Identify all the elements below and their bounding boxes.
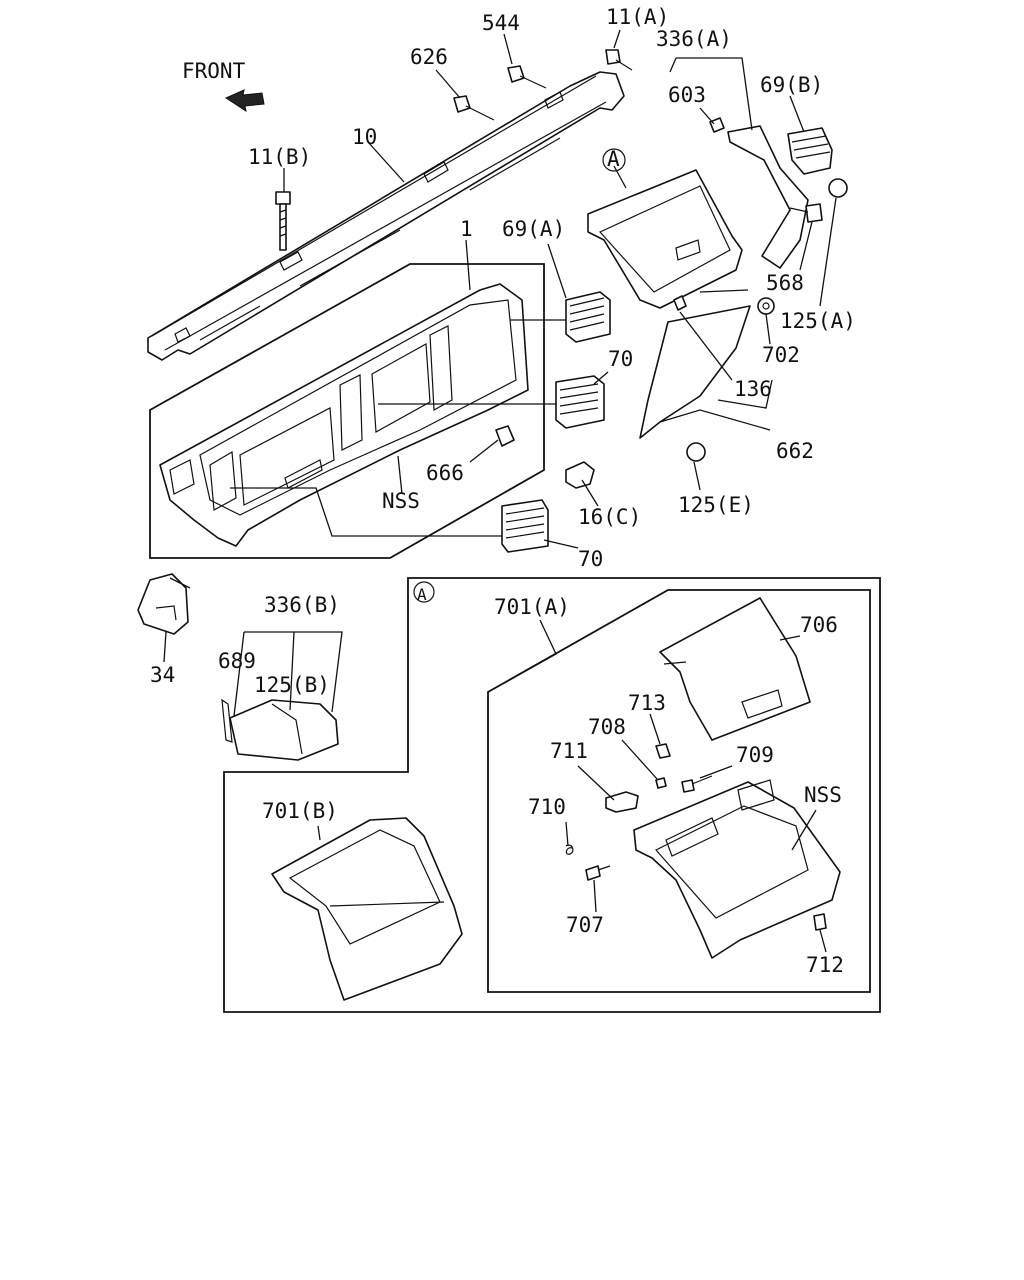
label-568: 568 xyxy=(766,271,804,295)
label-70b: 70 xyxy=(578,547,603,571)
assembly-outline-1 xyxy=(149,263,545,559)
label-626: 626 xyxy=(410,45,448,69)
callout-labels: FRONT 544 11(A) 336(A) 626 603 69(B) 11(… xyxy=(150,5,856,977)
label-710: 710 xyxy=(528,795,566,819)
label-662: 662 xyxy=(776,439,814,463)
screw-708-icon xyxy=(655,777,667,789)
cap-34 xyxy=(137,573,189,635)
vent-69b-icon xyxy=(787,127,833,175)
lower-cover-662 xyxy=(639,305,751,439)
label-702: 702 xyxy=(762,343,800,367)
glove-box-upper xyxy=(587,169,743,309)
upper-dash-cover xyxy=(147,71,625,361)
clip-125a-icon xyxy=(828,178,848,198)
glove-box-lid-706 xyxy=(659,597,811,741)
label-nss-2: NSS xyxy=(804,783,842,807)
label-34: 34 xyxy=(150,663,175,687)
screw-603-icon xyxy=(709,117,725,133)
vent-69a-icon xyxy=(565,291,611,343)
label-706: 706 xyxy=(800,613,838,637)
label-10: 10 xyxy=(352,125,377,149)
label-336b: 336(B) xyxy=(264,593,340,617)
clip-136-icon xyxy=(673,295,687,311)
screw-709-icon xyxy=(681,775,713,793)
screw-626-icon xyxy=(453,95,495,121)
label-circle-a2: A xyxy=(417,585,427,604)
label-nss-1: NSS xyxy=(382,489,420,513)
label-713: 713 xyxy=(628,691,666,715)
label-69b: 69(B) xyxy=(760,73,823,97)
side-trim-336a xyxy=(727,125,809,269)
detail-a-outline xyxy=(223,577,881,1013)
label-708: 708 xyxy=(588,715,626,739)
label-544: 544 xyxy=(482,11,520,35)
spring-710-icon xyxy=(565,844,574,855)
striker-711-icon xyxy=(605,791,639,813)
label-front: FRONT xyxy=(182,59,246,83)
bracket-16c-icon xyxy=(565,461,595,489)
label-709: 709 xyxy=(736,743,774,767)
label-712: 712 xyxy=(806,953,844,977)
label-69a: 69(A) xyxy=(502,217,565,241)
label-701a: 701(A) xyxy=(494,595,570,619)
screw-544-icon xyxy=(507,65,547,89)
label-circle-a: A xyxy=(607,147,620,171)
label-16c: 16(C) xyxy=(578,505,641,529)
label-125b: 125(B) xyxy=(254,673,330,697)
label-711: 711 xyxy=(550,739,588,763)
label-125a: 125(A) xyxy=(780,309,856,333)
vent-70b-icon xyxy=(501,499,549,553)
clip-125e-icon xyxy=(686,442,706,462)
vent-70a-icon xyxy=(555,375,605,429)
label-689: 689 xyxy=(218,649,256,673)
bolt-707-icon xyxy=(585,865,611,881)
side-trim-336b xyxy=(221,698,339,761)
instrument-panel xyxy=(159,283,529,547)
label-70a: 70 xyxy=(608,347,633,371)
front-arrow-icon xyxy=(224,89,265,113)
label-701b: 701(B) xyxy=(262,799,338,823)
latch-713-icon xyxy=(655,743,671,759)
screw-11b-icon xyxy=(275,191,291,251)
detail-a-marker xyxy=(413,581,435,603)
glove-box-701b xyxy=(271,817,463,1001)
detail-a-callout-marker xyxy=(602,148,626,172)
clip-712-icon xyxy=(813,913,827,931)
screw-568-icon xyxy=(789,203,823,223)
label-125e: 125(E) xyxy=(678,493,754,517)
label-11b: 11(B) xyxy=(248,145,311,169)
screw-11a-icon xyxy=(605,49,633,71)
label-336a: 336(A) xyxy=(656,27,732,51)
clip-666-icon xyxy=(495,425,515,447)
nut-702-icon xyxy=(757,297,775,315)
label-707: 707 xyxy=(566,913,604,937)
label-603: 603 xyxy=(668,83,706,107)
label-136: 136 xyxy=(734,377,772,401)
label-11a: 11(A) xyxy=(606,5,669,29)
glove-box-body xyxy=(633,779,841,959)
label-1: 1 xyxy=(460,217,473,241)
detail-a-inner-outline xyxy=(487,589,871,993)
label-666: 666 xyxy=(426,461,464,485)
